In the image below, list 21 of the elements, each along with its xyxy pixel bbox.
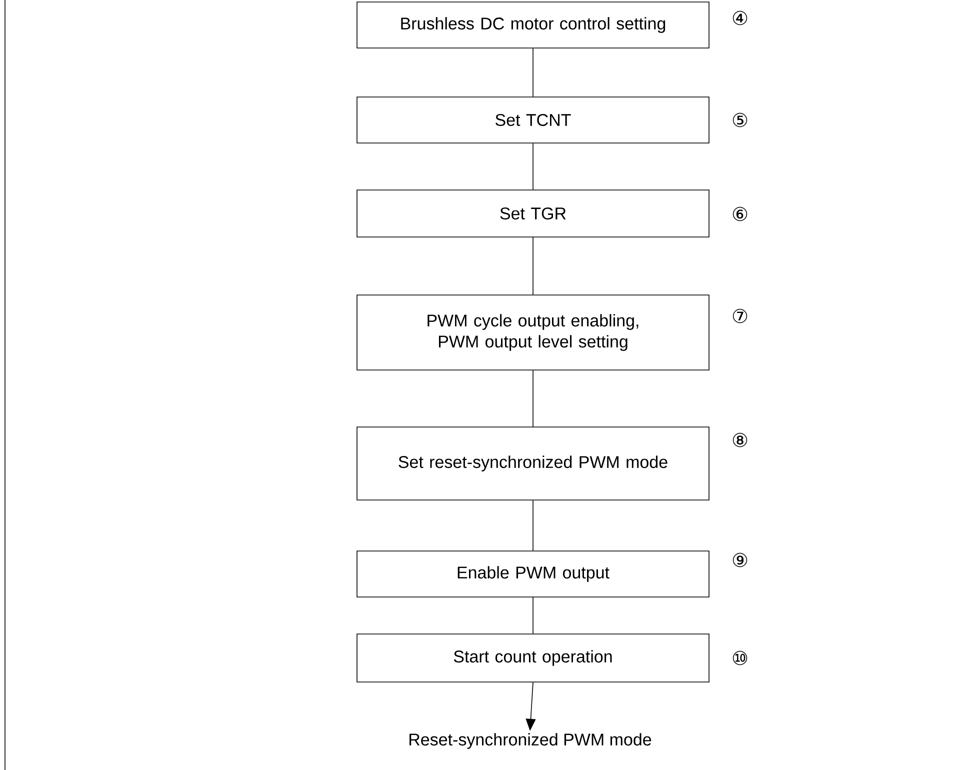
process-box: PWM cycle output enabling, PWM output level setting (356, 294, 710, 370)
step-number: ⑩ (732, 650, 748, 666)
step-number: ⑧ (732, 432, 748, 448)
connector-line (532, 500, 534, 551)
step-number: ⑥ (732, 206, 748, 222)
step-number: ⑨ (732, 552, 748, 568)
connector-line (532, 597, 534, 634)
connector-line (532, 370, 534, 427)
process-box: Brushless DC motor control setting (356, 2, 710, 48)
connector-line (532, 237, 534, 295)
terminal-label: Reset-synchronized PWM mode (410, 733, 652, 749)
step-number: ⑤ (732, 112, 748, 128)
process-box: Start count operation (356, 634, 710, 682)
connector-line (532, 143, 534, 190)
process-box: Set TGR (356, 190, 710, 238)
process-box: Set reset-synchronized PWM mode (356, 426, 710, 500)
process-box: Set TCNT (356, 96, 710, 144)
process-box: Enable PWM output (356, 550, 710, 598)
step-number: ⑦ (732, 308, 748, 324)
connector-line (532, 48, 534, 97)
step-number: ④ (732, 10, 748, 26)
